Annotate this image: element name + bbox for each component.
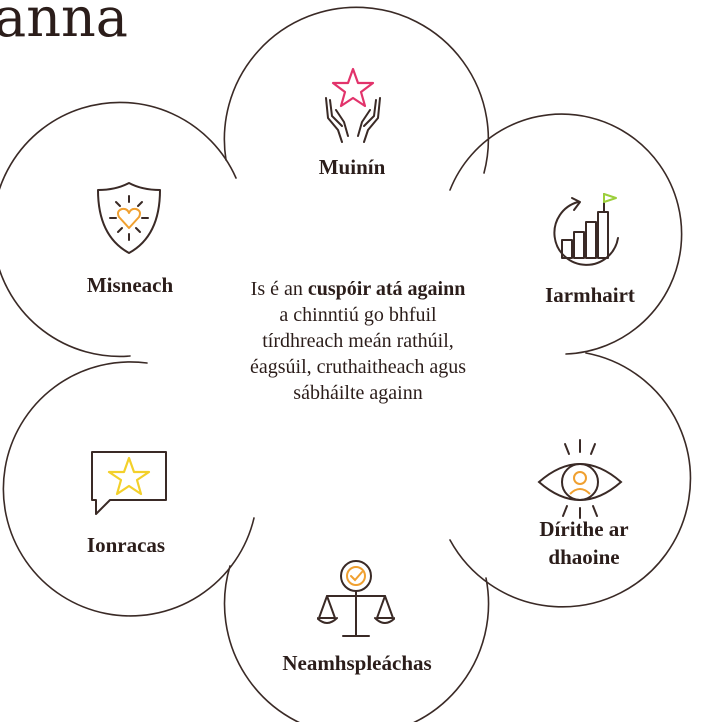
petal-lower-right bbox=[449, 352, 692, 608]
petal-lower-left bbox=[2, 361, 255, 617]
petal-upper-left bbox=[0, 101, 237, 358]
speech-bubble-star-icon bbox=[91, 451, 167, 515]
value-label-muinin: Muinín bbox=[318, 155, 386, 179]
value-label-misneach: Misneach bbox=[86, 273, 174, 297]
value-label-neamhspleachas: Neamhspleáchas bbox=[282, 651, 432, 675]
petal-upper-right bbox=[449, 113, 683, 355]
petal-bottom bbox=[223, 565, 490, 722]
purpose-text-part1: Is é an bbox=[250, 278, 308, 300]
growth-chart-flag-icon bbox=[553, 193, 619, 266]
petal-top bbox=[223, 6, 490, 174]
page-title: anna bbox=[0, 0, 128, 49]
balance-scale-icon bbox=[317, 560, 395, 637]
hands-star-icon bbox=[325, 67, 381, 143]
shield-heart-icon bbox=[97, 182, 161, 254]
purpose-text-part3: a chinntiú go bhfuil tírdhreach meán rat… bbox=[249, 304, 467, 404]
value-label-dirithe-line2: dhaoine bbox=[548, 545, 620, 569]
value-label-iarmhairt: Iarmhairt bbox=[545, 283, 635, 307]
value-label-ionracas: Ionracas bbox=[86, 533, 166, 557]
value-label-dirithe-line1: Dírithe ar bbox=[539, 517, 629, 541]
purpose-text-emphasis: cuspóir atá againn bbox=[307, 278, 466, 300]
purpose-statement: Is é an cuspóir atá againn a chinntiú go… bbox=[248, 276, 468, 406]
eye-icon bbox=[537, 439, 623, 519]
